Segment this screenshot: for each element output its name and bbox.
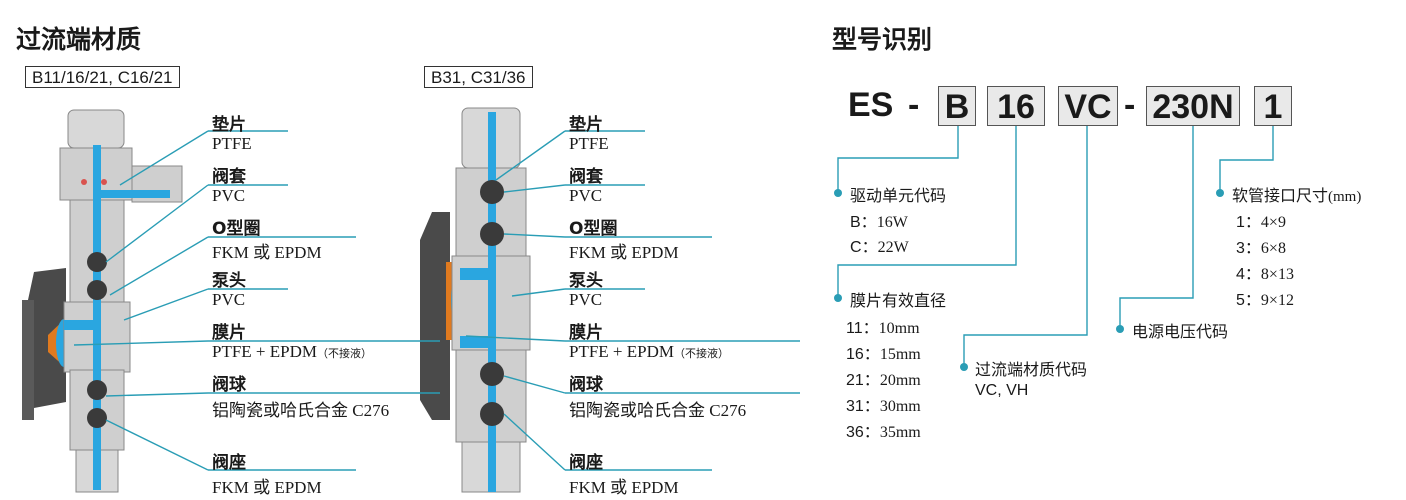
pump-drawing-b31 <box>420 107 531 493</box>
part-name: 垫片 <box>212 115 246 135</box>
part-material: 铝陶瓷或哈氏合金 C276 <box>212 401 390 420</box>
part-name: 阀套 <box>212 167 246 187</box>
leader-lines-right <box>465 130 800 471</box>
part-material: FKM 或 EPDM <box>212 478 322 497</box>
part-name: 泵头 <box>212 271 246 291</box>
part-name: 膜片 <box>212 323 246 343</box>
section-title-model-code: 型号识别 <box>832 25 933 54</box>
wetted-material-code-label: 过流端材质代码 <box>975 360 1088 379</box>
part-material: 铝陶瓷或哈氏合金 C276 <box>569 401 747 420</box>
code-material-box: VC <box>1058 86 1118 126</box>
variant-label-b31: B31, C31/36 <box>424 66 533 88</box>
drive-unit-item: C：22W <box>850 239 909 256</box>
part-material: FKM 或 EPDM <box>212 243 322 262</box>
code-diameter-box: 16 <box>987 86 1045 126</box>
leader-lines-left <box>73 130 440 471</box>
code-prefix: ES <box>848 86 894 124</box>
membrane-item: 31：30mm <box>846 398 921 415</box>
part-material: PVC <box>212 186 246 205</box>
membrane-item: 36：35mm <box>846 424 921 441</box>
part-name: 阀球 <box>212 375 246 395</box>
part-name: O型圈 <box>212 219 261 239</box>
code-leader-lines <box>837 126 1274 365</box>
membrane-item: 11：10mm <box>846 320 920 337</box>
part-material: FKM 或 EPDM <box>569 478 679 497</box>
hose-item: 5：9×12 <box>1236 292 1294 309</box>
membrane-item: 21：20mm <box>846 372 921 389</box>
part-name: O型圈 <box>569 219 618 239</box>
membrane-item: 16：15mm <box>846 346 921 363</box>
hose-item: 3：6×8 <box>1236 240 1286 257</box>
part-name: 膜片 <box>569 323 603 343</box>
hose-item: 1：4×9 <box>1236 214 1286 231</box>
code-hose-box: 1 <box>1254 86 1292 126</box>
part-material: PTFE <box>569 134 609 153</box>
membrane-diameter-label: 膜片有效直径 <box>850 291 947 310</box>
part-material: FKM 或 EPDM <box>569 243 679 262</box>
drive-unit-label: 驱动单元代码 <box>850 186 947 205</box>
variant-label-b11: B11/16/21, C16/21 <box>25 66 180 88</box>
code-dash: - <box>908 86 920 124</box>
part-name: 阀球 <box>569 375 603 395</box>
hose-size-label: 软管接口尺寸(mm) <box>1232 186 1362 205</box>
drive-unit-item: B：16W <box>850 214 908 231</box>
part-material: PTFE + EPDM（不接液） <box>569 342 729 361</box>
voltage-code-label: 电源电压代码 <box>1132 322 1229 341</box>
part-material: PTFE + EPDM（不接液） <box>212 342 372 361</box>
part-material: PTFE <box>212 134 252 153</box>
code-dash: - <box>1124 86 1136 124</box>
part-name: 泵头 <box>569 271 603 291</box>
section-title-wetted-materials: 过流端材质 <box>16 25 142 54</box>
pump-drawing-b11 <box>22 109 183 493</box>
hose-item: 4：8×13 <box>1236 266 1294 283</box>
code-voltage-box: 230N <box>1146 86 1240 126</box>
wetted-material-code-value: VC, VH <box>975 382 1029 399</box>
code-drive-box: B <box>938 86 976 126</box>
part-name: 阀座 <box>569 453 603 473</box>
part-name: 垫片 <box>569 115 603 135</box>
part-material: PVC <box>569 186 603 205</box>
part-name: 阀套 <box>569 167 603 187</box>
part-name: 阀座 <box>212 453 246 473</box>
code-bullets <box>834 189 1224 371</box>
part-material: PVC <box>212 290 246 309</box>
part-material: PVC <box>569 290 603 309</box>
